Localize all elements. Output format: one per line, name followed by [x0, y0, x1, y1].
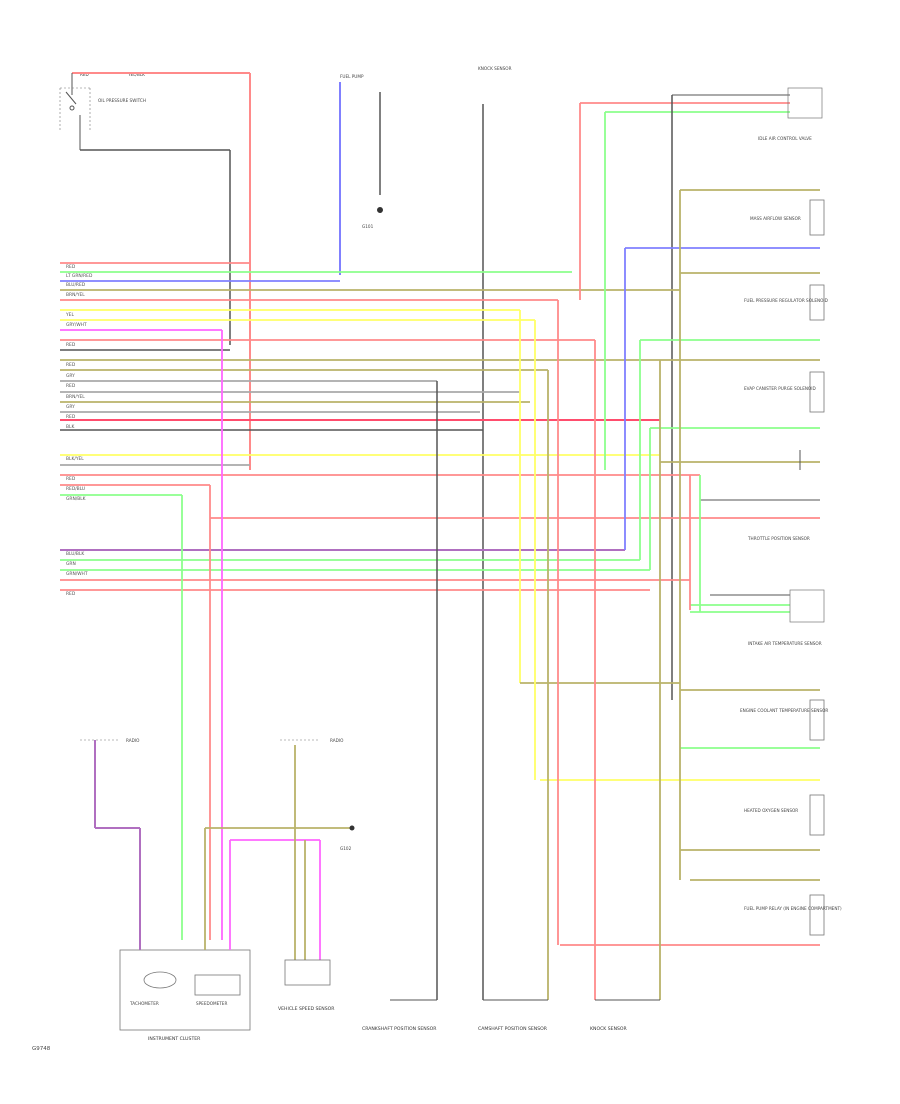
- fuel-pressure-label: FUEL PRESSURE REGULATOR SOLENOID: [744, 298, 828, 303]
- wire-label: GRY: [66, 404, 75, 410]
- idle-air-control-label: IDLE AIR CONTROL VALVE: [758, 136, 812, 141]
- wire-label: RED: [66, 383, 76, 389]
- figure-reference: G9748: [32, 1046, 51, 1052]
- fuel-pump-relay-label: FUEL PUMP RELAY (IN ENGINE COMPARTMENT): [744, 906, 842, 911]
- wire-label: GRN/BLK: [66, 496, 86, 502]
- crankshaft-sensor-label: CRANKSHAFT POSITION SENSOR: [362, 1026, 437, 1032]
- heated-o2-label: HEATED OXYGEN SENSOR: [744, 808, 798, 813]
- ground-label-2: G102: [340, 846, 352, 851]
- throttle-position-label: THROTTLE POSITION SENSOR: [747, 536, 810, 541]
- instrument-cluster-label: INSTRUMENT CLUSTER: [148, 1036, 201, 1042]
- mass-airflow-label: MASS AIRFLOW SENSOR: [750, 216, 801, 221]
- tachometer-label: TACHOMETER: [129, 1001, 159, 1006]
- engine-coolant-temp-label: ENGINE COOLANT TEMPERATURE SENSOR: [740, 708, 828, 713]
- knock-sensor-label: KNOCK SENSOR: [478, 66, 512, 71]
- wire-label: BLK/YEL: [66, 456, 84, 462]
- camshaft-sensor-label: CAMSHAFT POSITION SENSOR: [478, 1026, 548, 1032]
- wire-label: BLK: [66, 424, 74, 430]
- main-harness: RED LT GRN/RED BLU/RED BRN/YEL YEL GRY/W…: [60, 262, 705, 597]
- wire-label: GRY: [66, 373, 75, 379]
- wire-label: RED: [66, 414, 76, 420]
- wire-label: GRY/WHT: [66, 322, 87, 328]
- ground-label: G101: [362, 224, 374, 229]
- fuel-pump-block: FUEL PUMP G101: [339, 74, 383, 275]
- instrument-cluster: INSTRUMENT CLUSTER TACHOMETER SPEEDOMETE…: [80, 738, 355, 1042]
- fuel-pump-label: FUEL PUMP: [340, 74, 364, 79]
- radio-label-2: RADIO: [330, 738, 344, 743]
- knock-sensor-bottom-label: KNOCK SENSOR: [590, 1026, 628, 1032]
- wire-label: RED: [66, 591, 76, 597]
- oil-pressure-switch-label: OIL PRESSURE SWITCH: [98, 98, 146, 103]
- vertical-runs: [181, 103, 701, 1000]
- wire-label: BLU/BLK: [66, 551, 84, 557]
- intake-air-temp-label: INTAKE AIR TEMPERATURE SENSOR: [748, 641, 822, 646]
- wire-label: RED: [66, 476, 76, 482]
- wire-label: LT GRN/RED: [66, 273, 93, 279]
- wire-label: RED: [66, 264, 76, 270]
- wire-label: GRN: [66, 561, 76, 567]
- radio-label: RADIO: [126, 738, 140, 743]
- right-components: MASS AIRFLOW SENSOR FUEL PRESSURE REGULA…: [540, 189, 842, 946]
- wire-label: YEL: [65, 312, 74, 318]
- wire-label: RED: [80, 72, 89, 77]
- wire-label: RED: [66, 342, 76, 348]
- wire-label: RED: [66, 362, 76, 368]
- vehicle-speed-sensor-label: VEHICLE SPEED SENSOR: [278, 1006, 335, 1012]
- speedometer-label: SPEEDOMETER: [196, 1001, 227, 1006]
- vss-block: RADIO VEHICLE SPEED SENSOR: [278, 738, 344, 1012]
- right-top-connector: IDLE AIR CONTROL VALVE: [580, 87, 823, 700]
- wire-label: BLU/RED: [66, 282, 86, 288]
- wire-label: RED/BLU: [66, 486, 85, 492]
- wire-label: BRN/YEL: [66, 292, 85, 298]
- evap-purge-label: EVAP CANISTER PURGE SOLENOID: [744, 386, 816, 391]
- wire-label: GRN/WHT: [66, 571, 88, 577]
- wire-label: BRN/YEL: [66, 394, 85, 400]
- bottom-sensors: CRANKSHAFT POSITION SENSOR CAMSHAFT POSI…: [362, 999, 660, 1032]
- knock-sensor-block: KNOCK SENSOR: [478, 66, 512, 1000]
- wire-label: YEL/BLK: [127, 72, 145, 77]
